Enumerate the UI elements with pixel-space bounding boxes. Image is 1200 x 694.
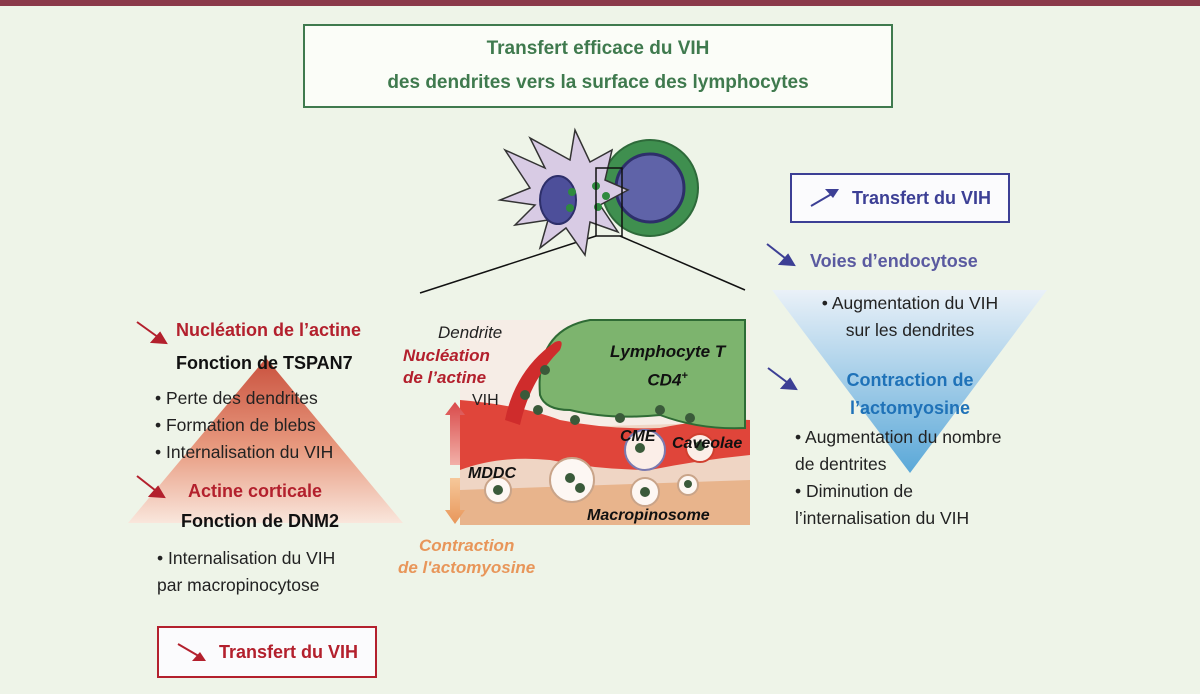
list-item: par macropinocytose — [157, 575, 320, 595]
title-box: Transfert efficace du VIH des dendrites … — [303, 24, 893, 108]
left-triangle — [128, 358, 403, 523]
actomyosin-heading: Contraction de l’actomyosine — [830, 366, 990, 422]
title-line-1: Transfert efficace du VIH — [486, 38, 710, 59]
zoom-line-right — [619, 235, 746, 291]
arrow-left-actin-icon — [136, 321, 168, 345]
arrow-right-endocytosis-icon — [766, 243, 796, 267]
caveolae-label: Caveolae — [672, 435, 743, 452]
contraction-line-2: de l'actomyosine — [398, 558, 536, 577]
vih-label: VIH — [472, 392, 499, 409]
lymphocyte-line-2: CD4+ — [647, 370, 688, 390]
macropinosome-label: Macropinosome — [587, 507, 710, 524]
actomyosin-line-1: Contraction de — [846, 370, 974, 390]
mddc-label: MDDC — [468, 465, 516, 482]
arrow-right-actomyosin-icon — [767, 367, 798, 391]
list-item: de dentrites — [795, 454, 887, 474]
dendritic-cell-illustration — [497, 127, 699, 257]
arrow-up-right-icon — [810, 189, 839, 207]
actin-nucleation-heading: Nucléation de l’actine — [176, 320, 362, 340]
dnm2-effects-list: • Internalisation du VIH par macropinocy… — [157, 545, 335, 599]
nucleation-line-2: de l’actine — [403, 368, 487, 387]
right-transfer-box: Transfert du VIH — [790, 173, 1010, 223]
actomyosin-line-2: l’actomyosine — [849, 398, 971, 418]
tspan7-function-heading: Fonction de TSPAN7 — [176, 353, 353, 373]
lymphocyte-label: Lymphocyte T CD4+ — [610, 340, 725, 393]
arrow-down-right-icon — [177, 643, 206, 661]
top-border — [0, 0, 1200, 6]
tspan7-effects-list: • Perte des dendrites • Formation de ble… — [155, 385, 333, 466]
actomyosin-effects-list: • Augmentation du nombre de dentrites • … — [795, 424, 1002, 532]
synapse-diagram — [445, 319, 750, 525]
diagram-nucleation-label: Nucléation de l’actine — [403, 345, 490, 389]
contraction-line-1: Contraction — [418, 536, 515, 555]
endocytosis-effects-list: • Augmentation du VIH sur les dendrites — [810, 290, 1010, 344]
left-transfer-label: Transfert du VIH — [219, 641, 359, 662]
list-item: sur les dendrites — [845, 320, 975, 340]
cme-label: CME — [620, 428, 656, 445]
list-item: l’internalisation du VIH — [795, 508, 970, 528]
list-item: • Formation de blebs — [155, 415, 316, 435]
right-transfer-label: Transfert du VIH — [852, 187, 992, 208]
left-transfer-box: Transfert du VIH — [157, 626, 377, 678]
right-inverted-triangle — [772, 290, 1047, 473]
list-item: • Internalisation du VIH — [157, 548, 336, 568]
title-line-2: des dendrites vers la surface des lympho… — [387, 72, 809, 93]
list-item: • Diminution de — [795, 481, 913, 501]
dendrite-label: Dendrite — [438, 323, 503, 342]
dnm2-function-heading: Fonction de DNM2 — [181, 511, 339, 531]
list-item: • Perte des dendrites — [155, 388, 318, 408]
arrow-left-cortical-icon — [136, 475, 166, 499]
lymphocyte-line-1: Lymphocyte T — [610, 342, 726, 361]
cortical-actin-heading: Actine corticale — [188, 481, 323, 501]
nucleation-line-1: Nucléation — [403, 346, 490, 365]
list-item: • Internalisation du VIH — [155, 442, 334, 462]
endocytosis-heading: Voies d’endocytose — [810, 251, 978, 271]
zoom-line-left — [419, 235, 597, 294]
list-item: • Augmentation du VIH — [821, 293, 999, 313]
list-item: • Augmentation du nombre — [795, 427, 1002, 447]
contraction-label: Contraction de l'actomyosine — [398, 535, 535, 579]
